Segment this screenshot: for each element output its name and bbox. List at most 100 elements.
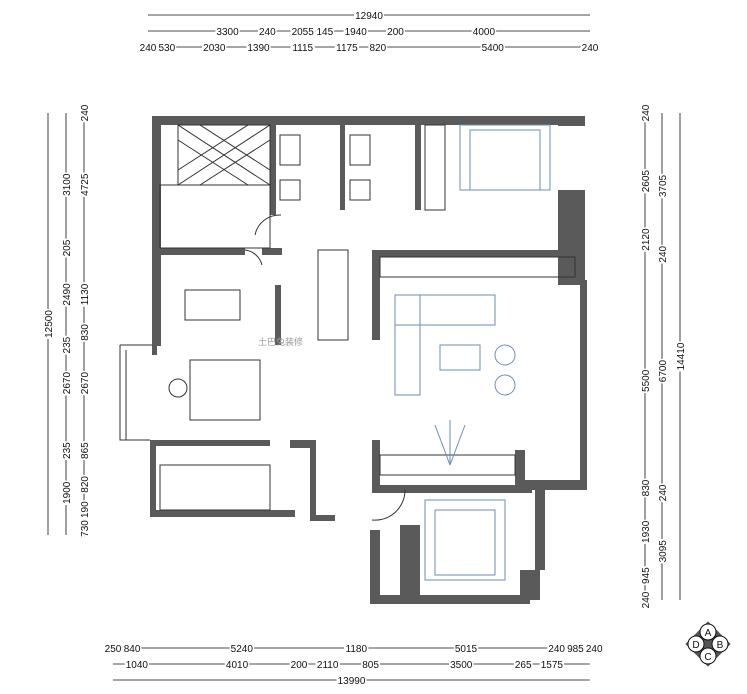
dimension-label-bg <box>539 658 565 669</box>
walls <box>150 116 587 604</box>
dimension-label-bg <box>566 642 585 653</box>
dimension-label: 240 <box>586 644 603 655</box>
dimension-label-bg <box>78 370 89 396</box>
dimension-label-bg <box>639 168 650 194</box>
dimension-label-bg <box>639 103 650 123</box>
dimension-label: 14410 <box>676 342 687 370</box>
dimension-label: 5015 <box>455 644 478 655</box>
dimension-label-bg <box>246 41 271 52</box>
dimension-label-bg <box>78 500 89 520</box>
compass-label-b: B <box>717 640 724 651</box>
dimension-label: 6700 <box>658 360 669 383</box>
dimension-label: 2030 <box>203 43 226 54</box>
dimension-label: 1175 <box>336 43 358 54</box>
dimension-label-bg <box>78 172 89 197</box>
dimension-label-bg <box>103 642 123 653</box>
dimension-label-bg <box>78 103 89 123</box>
dimension-label-bg <box>656 173 667 199</box>
dimension-label: 13990 <box>338 676 366 687</box>
dimension-label-bg <box>122 642 142 653</box>
dimension-label: 235 <box>62 336 73 353</box>
dimension-label: 3500 <box>450 660 473 671</box>
dimension-label: 1180 <box>346 644 368 655</box>
dimension-label-bg <box>315 25 335 36</box>
interior-lines <box>119 124 576 521</box>
dimension-label-bg <box>334 41 360 52</box>
dimension-label: 805 <box>362 660 379 671</box>
dimension-label: 2605 <box>641 170 652 193</box>
dimension-label-bg <box>471 25 497 36</box>
dimension-label-bg <box>60 441 71 460</box>
dimension-label: 840 <box>124 644 141 655</box>
dimension-label-bg <box>656 358 667 384</box>
dimension-label: 5400 <box>482 43 505 54</box>
dimension-label: 1900 <box>62 481 73 504</box>
dimension-label: 240 <box>658 245 669 262</box>
watermark: 土巴兔装修 <box>258 336 303 347</box>
dimension-label-bg <box>336 674 367 685</box>
dimension-label-bg <box>639 566 650 586</box>
dimension-label: 2055 <box>292 27 315 38</box>
dimension-label: 265 <box>515 660 532 671</box>
dimension-label-bg <box>639 227 650 252</box>
dimension-label: 5500 <box>641 369 652 392</box>
dimension-label: 730 <box>80 520 91 537</box>
dimension-label-bg <box>78 519 89 538</box>
dimension-label: 3300 <box>216 27 239 38</box>
dimension-label: 2490 <box>62 283 73 306</box>
dimension-label-bg <box>60 370 71 396</box>
dimension-label: 240 <box>658 484 669 501</box>
dimension-label-bg <box>453 642 479 653</box>
dimension-label-bg <box>656 244 667 264</box>
dimension-label: 4010 <box>226 660 249 671</box>
dimension-label: 985 <box>567 644 584 655</box>
dimension-label-bg <box>344 642 369 653</box>
dimension-label: 3705 <box>658 174 669 197</box>
dimension-label: 240 <box>582 43 599 54</box>
dimension-label-bg <box>449 658 474 669</box>
dimension-label-bg <box>157 41 177 52</box>
dimension-label-bg <box>480 41 505 52</box>
dimension-label-bg <box>215 25 240 36</box>
dimension-label-bg <box>78 323 89 342</box>
compass-label-c: C <box>704 652 711 663</box>
dimension-label: 2120 <box>641 228 652 251</box>
dimension-label: 820 <box>80 476 91 493</box>
dimension-label: 530 <box>158 43 175 54</box>
dimension-label-bg <box>202 41 227 52</box>
dimension-label: 945 <box>641 567 652 584</box>
dimension-label: 240 <box>80 104 91 121</box>
dimension-label-bg <box>78 441 89 460</box>
dimension-label-bg-layer <box>42 9 685 685</box>
dimension-label: 1940 <box>345 27 368 38</box>
dimension-label-bg <box>584 642 604 653</box>
dimension-label: 240 <box>259 27 276 38</box>
dimension-label: 240 <box>641 591 652 608</box>
dimension-label: 235 <box>62 442 73 459</box>
dimension-label-bg <box>60 480 71 505</box>
dimension-label-bg <box>60 238 71 258</box>
dimension-label-bg <box>354 9 384 20</box>
dimension-label: 4725 <box>80 173 91 196</box>
dimension-label: 1930 <box>641 520 652 543</box>
dimension-label: 1390 <box>247 43 270 54</box>
dimension-label: 12500 <box>44 310 55 338</box>
dimension-label-bg <box>639 478 650 498</box>
dimension-label-bg <box>78 282 89 307</box>
dimension-label-bg <box>315 658 340 669</box>
dimension-label-bg <box>639 519 650 545</box>
dimension-label-bg <box>289 658 309 669</box>
dimension-label-bg <box>386 25 405 36</box>
dimension-label: 1040 <box>126 660 149 671</box>
dimension-label-bg <box>513 658 533 669</box>
dimension-label-bg <box>580 41 600 52</box>
dimension-label-bg <box>290 41 315 52</box>
dimension-label: 12940 <box>355 11 383 22</box>
dimension-label: 4000 <box>473 27 496 38</box>
dimension-label: 3095 <box>658 540 669 563</box>
dimension-label: 3100 <box>62 173 73 196</box>
dimension-label-bg <box>547 642 567 653</box>
dimension-label-bg <box>224 658 250 669</box>
